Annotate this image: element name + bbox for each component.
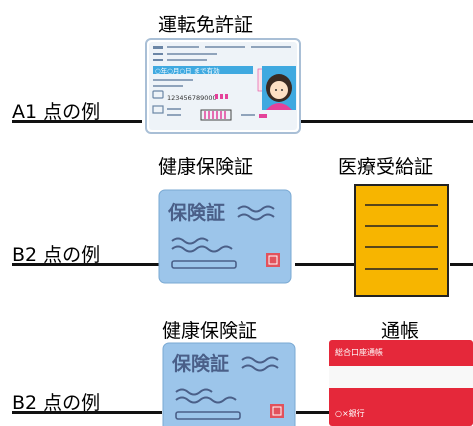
health-insurance-card-1: 保険証 xyxy=(158,189,292,284)
row-baseline-b2-1 xyxy=(12,263,162,266)
insurance-card-title: 保険証 xyxy=(167,201,225,224)
license-number: 123456789000 xyxy=(167,94,217,102)
card-title-passbook: 通帳 xyxy=(381,320,420,342)
row-label-a1: A1 点の例 xyxy=(12,101,101,123)
license-expiry-text: ○年○月○日 まで有効 xyxy=(155,66,220,75)
card-title-license: 運転免許証 xyxy=(158,14,254,36)
row-baseline-a1-right xyxy=(300,120,473,123)
health-insurance-card-2: 保険証 xyxy=(162,342,296,426)
row-baseline-b2-2 xyxy=(12,411,162,414)
row-baseline-b2-2-mid xyxy=(296,411,329,414)
row-baseline-b2-1-right xyxy=(450,263,473,266)
drivers-license-card: ○年○月○日 まで有効 123456789000 xyxy=(145,38,301,134)
row-label-b2-2: B2 点の例 xyxy=(12,392,101,414)
bank-passbook: 総合口座通帳 ○×銀行 xyxy=(329,340,473,426)
card-title-medical: 医療受給証 xyxy=(338,156,434,178)
card-title-insurance-2: 健康保険証 xyxy=(162,320,258,342)
row-baseline-b2-1-mid xyxy=(295,263,355,266)
passbook-header: 総合口座通帳 xyxy=(335,347,383,357)
card-title-insurance-1: 健康保険証 xyxy=(158,156,254,178)
passbook-bank-name: ○×銀行 xyxy=(335,408,365,418)
medical-certificate-card xyxy=(354,184,449,297)
row-label-b2-1: B2 点の例 xyxy=(12,244,101,266)
insurance-card-title-2: 保険証 xyxy=(171,352,229,375)
row-baseline-a1 xyxy=(12,120,142,123)
